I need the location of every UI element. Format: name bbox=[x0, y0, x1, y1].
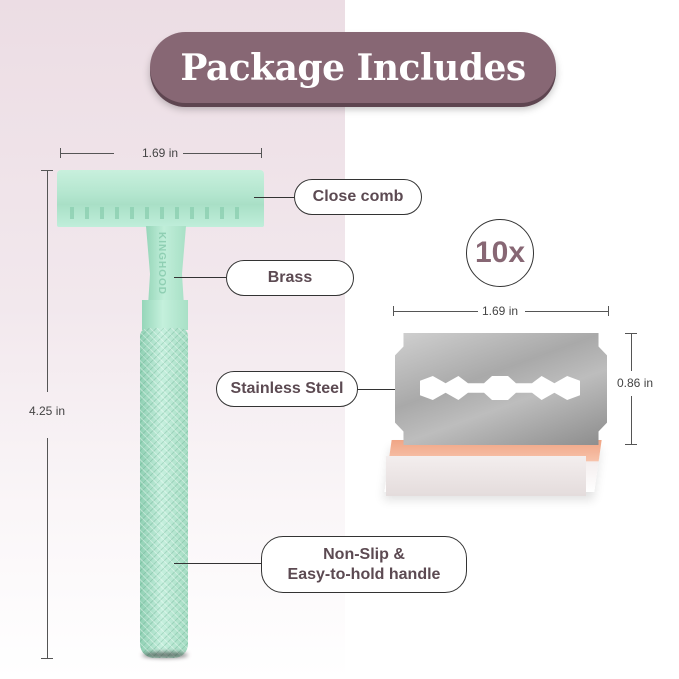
blade-dim-tick-bottom bbox=[625, 444, 637, 445]
callout-stainless-label: Stainless Steel bbox=[230, 380, 344, 398]
dim-tick-right bbox=[261, 148, 262, 158]
callout-close-comb-label: Close comb bbox=[312, 188, 404, 206]
callout-stainless-steel: Stainless Steel bbox=[216, 371, 358, 407]
razor-shaft bbox=[142, 300, 188, 330]
razor-head bbox=[57, 170, 264, 210]
callout-brass-label: Brass bbox=[267, 269, 313, 287]
dim-line-bottom bbox=[47, 438, 48, 658]
razor-width-label: 1.69 in bbox=[142, 146, 179, 160]
leader-line-close-comb bbox=[254, 197, 294, 198]
razor-height-label: 4.25 in bbox=[29, 404, 66, 418]
blade-dim-line-top bbox=[631, 333, 632, 371]
blade-width-label: 1.69 in bbox=[482, 304, 519, 318]
blade-height-label: 0.86 in bbox=[617, 376, 654, 390]
title-banner: Package Includes bbox=[150, 32, 556, 103]
dim-line-left bbox=[60, 153, 114, 154]
handle-shadow bbox=[142, 652, 188, 658]
quantity-badge-text: 10x bbox=[474, 236, 526, 269]
blade-dim-tick-right bbox=[608, 306, 609, 316]
quantity-badge: 10x bbox=[466, 219, 534, 287]
callout-handle-line2: Easy-to-hold handle bbox=[287, 565, 441, 583]
callout-close-comb: Close comb bbox=[294, 179, 422, 215]
blade-dim-line-right bbox=[525, 311, 608, 312]
dim-line-top bbox=[47, 170, 48, 392]
leader-line-brass bbox=[174, 277, 226, 278]
callout-handle-line1: Non-Slip & bbox=[323, 546, 405, 564]
brand-engraving: KINGHOOD bbox=[156, 232, 167, 295]
comb-teeth bbox=[70, 207, 250, 219]
razor-handle bbox=[140, 328, 188, 658]
leader-line-stainless bbox=[357, 389, 395, 390]
page-title: Package Includes bbox=[180, 46, 526, 89]
callout-brass: Brass bbox=[226, 260, 354, 296]
blade-dim-line-bottom bbox=[631, 396, 632, 444]
blade-dim-line-left bbox=[393, 311, 478, 312]
leader-line-handle bbox=[174, 563, 262, 564]
razor-neck bbox=[146, 226, 186, 306]
blade-box-front bbox=[386, 456, 586, 496]
dim-tick-bottom bbox=[41, 658, 53, 659]
dim-line-right bbox=[183, 153, 261, 154]
callout-handle: Non-Slip & Easy-to-hold handle bbox=[261, 536, 467, 593]
